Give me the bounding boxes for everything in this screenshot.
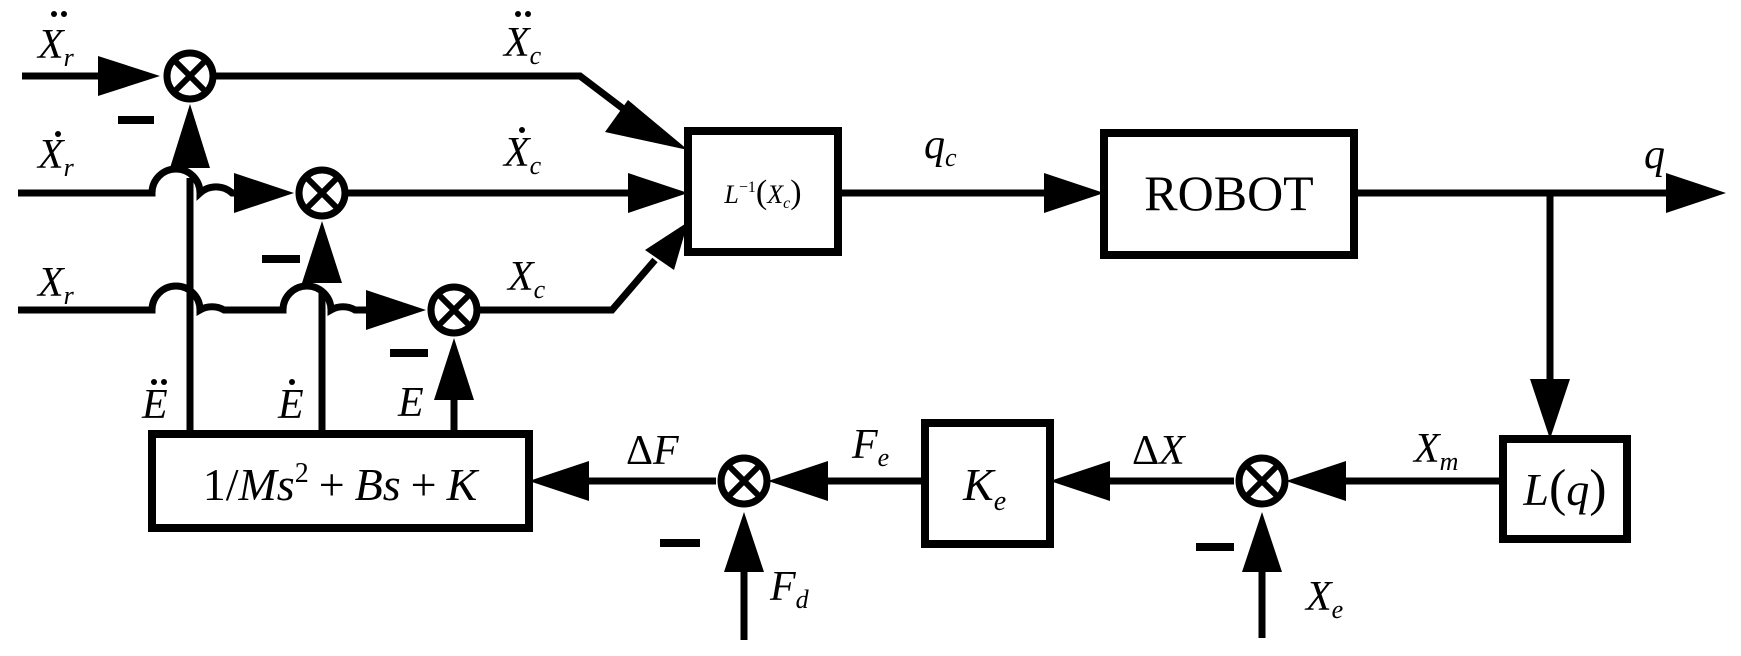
impedance-m: M <box>237 459 279 510</box>
label-xm: Xm <box>1412 426 1458 476</box>
arrow-xc-d-into-block <box>628 173 688 213</box>
svg-text:qc: qc <box>924 122 957 172</box>
robot-label: ROBOT <box>1144 165 1313 221</box>
label-xc-dd: Xc <box>502 11 542 70</box>
label-delta-f: ΔF <box>626 428 679 474</box>
ke-sub: e <box>994 486 1006 517</box>
svg-text:Xc: Xc <box>502 130 542 180</box>
xc-line <box>477 257 658 314</box>
svg-text:L(q): L(q) <box>1522 460 1606 517</box>
svg-text:Ke: Ke <box>962 459 1006 517</box>
arrow-delta-x-into-ke <box>1050 461 1110 501</box>
label-xr-d: Xr <box>36 131 75 182</box>
label-fd: Fd <box>769 564 810 614</box>
impedance-b: B <box>355 459 383 510</box>
xc-dd-line <box>211 72 641 123</box>
robot-block: ROBOT <box>1100 129 1358 259</box>
svg-text:Xr: Xr <box>36 132 75 182</box>
svg-text:Xe: Xe <box>1304 574 1343 624</box>
svg-text:Xc: Xc <box>502 20 542 70</box>
label-qc: qc <box>924 122 957 172</box>
arrow-into-sum1 <box>98 56 160 96</box>
inverse-kin-func: L <box>723 180 738 209</box>
arrow-xm-into-sum <box>1286 461 1346 501</box>
inverse-kin-sup: −1 <box>739 179 756 196</box>
impedance-one: 1 <box>203 459 226 510</box>
svg-text:Xr: Xr <box>36 260 75 310</box>
svg-text:L−1(Xc): L−1(Xc) <box>723 174 801 212</box>
label-xr-dd: Xr <box>36 11 75 72</box>
inverse-kin-arg-sub: c <box>783 195 790 212</box>
arrow-q-output <box>1666 173 1726 213</box>
impedance-s: s <box>277 459 295 510</box>
label-xc-d: Xc <box>502 127 542 180</box>
label-q: q <box>1644 132 1665 178</box>
svg-text:Xm: Xm <box>1412 426 1458 476</box>
svg-text:Fe: Fe <box>851 422 889 472</box>
impedance-slash: / <box>226 459 239 510</box>
xr-input-line <box>18 282 386 317</box>
svg-text:Xr: Xr <box>36 22 75 72</box>
label-e-d: E <box>277 379 304 428</box>
fk-arg: q <box>1566 464 1589 515</box>
impedance-plus1: + <box>319 459 345 510</box>
label-delta-x: ΔX <box>1132 428 1187 474</box>
label-xc: Xc <box>506 254 546 304</box>
xr-d-input-line <box>18 165 264 201</box>
arrow-e-dd-into-sum1 <box>170 104 210 168</box>
ke-main: K <box>962 459 996 510</box>
svg-text:Xc: Xc <box>506 254 546 304</box>
impedance-sq: 2 <box>295 458 309 489</box>
impedance-s2: s <box>383 459 401 510</box>
impedance-plus2: + <box>411 459 437 510</box>
summing-junction-force <box>717 454 771 508</box>
summing-junction-3 <box>427 283 481 337</box>
arrow-fe-into-sum <box>768 461 828 501</box>
label-xe: Xe <box>1304 574 1343 624</box>
arrow-into-sum3 <box>366 290 426 330</box>
arrow-xe-into-sum <box>1242 512 1282 572</box>
ke-block: Ke <box>921 419 1054 548</box>
impedance-k: K <box>446 459 480 510</box>
arrow-xc-into-block <box>645 222 688 270</box>
svg-text:Fd: Fd <box>769 564 810 614</box>
arrow-qc-into-robot <box>1044 173 1104 213</box>
label-e: E <box>397 380 424 426</box>
inverse-kinematics-block: L−1(Xc) <box>684 127 842 256</box>
label-fe: Fe <box>851 422 889 472</box>
impedance-block: 1/Ms2+Bs+K <box>148 430 533 532</box>
forward-kinematics-block: L(q) <box>1499 435 1631 543</box>
svg-text:1/Ms2+Bs+K: 1/Ms2+Bs+K <box>203 458 480 510</box>
label-e-dd: E <box>141 379 168 428</box>
label-xr: Xr <box>36 260 75 310</box>
fk-main: L <box>1522 464 1549 515</box>
svg-text:E: E <box>277 382 304 428</box>
svg-text:E: E <box>141 382 168 428</box>
arrow-into-sum2 <box>234 173 294 213</box>
summing-junction-1 <box>163 49 217 103</box>
arrow-delta-f-into-impedance <box>529 461 589 501</box>
summing-junction-position <box>1235 454 1289 508</box>
arrow-xc-dd-into-block <box>605 100 688 150</box>
summing-junction-2 <box>295 166 349 220</box>
arrow-e-d-into-sum2 <box>302 221 342 283</box>
arrow-e-into-sum3 <box>434 338 474 400</box>
arrow-q-into-fk <box>1530 379 1570 439</box>
inverse-kin-arg: X <box>766 180 784 209</box>
arrow-fd-into-sum <box>724 512 764 572</box>
